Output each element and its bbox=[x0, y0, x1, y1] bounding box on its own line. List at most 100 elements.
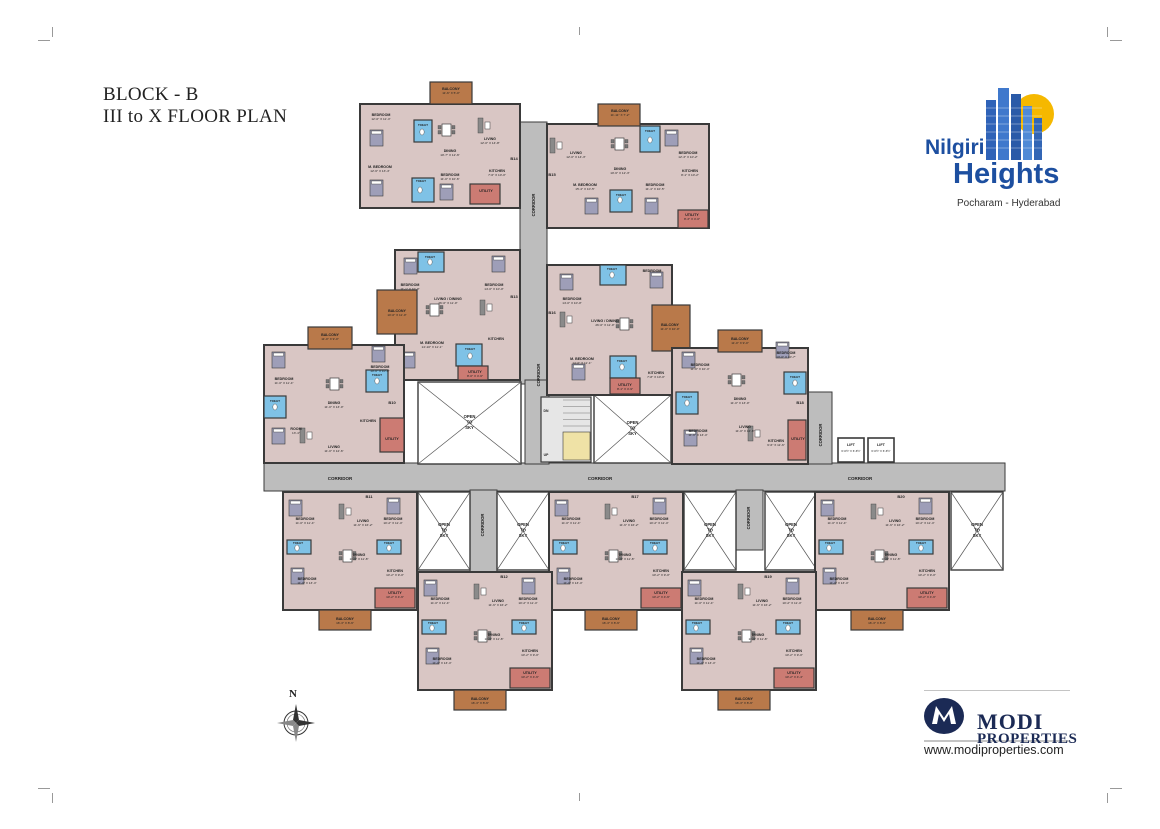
shaft-diagonal bbox=[683, 491, 737, 571]
room-size: 16'-3" X 8'-6" bbox=[336, 621, 354, 625]
room-name: UTILITY bbox=[618, 383, 632, 387]
room-name: BEDROOM bbox=[697, 657, 716, 661]
pillow-icon bbox=[920, 498, 931, 503]
room-size: 10'-0" X 10'-7" bbox=[776, 355, 796, 359]
chair-icon bbox=[339, 384, 344, 389]
room-name: KITCHEN bbox=[768, 439, 784, 443]
balcony-area bbox=[597, 103, 641, 127]
room-name: BEDROOM bbox=[777, 351, 796, 355]
room-name: LIVING bbox=[328, 445, 340, 449]
room-name: BEDROOM bbox=[401, 283, 420, 287]
stair-up-label: UP bbox=[544, 453, 549, 457]
corridor-label: CORRIDOR bbox=[480, 514, 485, 537]
pillow-icon bbox=[273, 428, 284, 433]
open-to-sky-label: SKY bbox=[440, 533, 449, 538]
pillow-icon bbox=[290, 500, 301, 505]
toilet-label: TOILET bbox=[645, 129, 655, 133]
toilet-label: TOILET bbox=[270, 399, 280, 403]
toilet-fixture-icon bbox=[386, 544, 392, 552]
room-name: DINING bbox=[444, 149, 457, 153]
corridor-label: CORRIDOR bbox=[848, 476, 873, 481]
room-size: 11'-0" X 13'-4" bbox=[688, 433, 707, 437]
balcony-area bbox=[429, 81, 473, 105]
toilet-fixture-icon bbox=[374, 377, 380, 385]
brand-location: Pocharam - Hyderabad bbox=[957, 198, 1061, 209]
pillow-icon bbox=[654, 498, 665, 503]
room-size: 11'-0" X 12'-6" bbox=[324, 449, 343, 453]
balcony-area bbox=[453, 689, 507, 711]
room-size: 11'-6" X 11'-8" bbox=[484, 637, 503, 641]
room-name: BEDROOM bbox=[296, 517, 315, 521]
pillow-icon bbox=[646, 198, 657, 203]
compass-rose-icon bbox=[277, 704, 315, 742]
toilet-fixture-icon bbox=[792, 379, 798, 387]
sofa-icon bbox=[559, 311, 566, 328]
corridor-label: CORRIDOR bbox=[328, 476, 353, 481]
brand-name-line1: Nilgiri bbox=[925, 136, 985, 159]
open-to-sky-label: TO bbox=[630, 426, 636, 431]
unit-id: B17 bbox=[631, 494, 639, 499]
chair-icon bbox=[604, 556, 609, 561]
toilet-label: TOILET bbox=[616, 193, 626, 197]
room-name: UTILITY bbox=[787, 671, 801, 675]
room-size: 10'-2" X 11'-4" bbox=[782, 601, 801, 605]
utility-area bbox=[787, 419, 807, 461]
open-to-sky-label: SKY bbox=[519, 533, 528, 538]
room-size: 11'-0" X 11'-4" bbox=[561, 521, 580, 525]
utility-area bbox=[677, 209, 709, 229]
dining-table-icon bbox=[477, 629, 488, 643]
corridor-vertical bbox=[519, 121, 548, 385]
floor-plan-title: III to X FLOOR PLAN bbox=[103, 106, 288, 127]
crop-mark bbox=[579, 27, 580, 35]
chair-icon bbox=[610, 144, 615, 149]
room-name: LIVING bbox=[484, 137, 496, 141]
room-name: UTILITY bbox=[920, 591, 934, 595]
chair-icon bbox=[727, 375, 732, 380]
pillow-icon bbox=[683, 352, 694, 357]
room-size: 11'-4" X 10'-5" bbox=[645, 187, 664, 191]
room-name: BEDROOM bbox=[691, 363, 710, 367]
room-name: BEDROOM bbox=[298, 577, 317, 581]
room-name: BALCONY bbox=[471, 697, 489, 701]
toilet-fixture-icon bbox=[294, 544, 300, 552]
toilet-label: TOILET bbox=[790, 375, 800, 379]
corridor-label: CORRIDOR bbox=[536, 364, 541, 387]
room-name: M. BEDROOM bbox=[420, 341, 444, 345]
room-size: 26'-0" X 11'-0" bbox=[438, 301, 457, 305]
room-size: 11'-6" X 5'-0" bbox=[442, 91, 460, 95]
toilet-fixture-icon bbox=[619, 363, 625, 371]
room-name: DINING bbox=[353, 553, 366, 557]
chair-icon bbox=[352, 551, 357, 556]
pillow-icon bbox=[558, 568, 569, 573]
room-name: KITCHEN bbox=[489, 169, 505, 173]
utility-area bbox=[609, 377, 641, 395]
pillow-icon bbox=[371, 180, 382, 185]
room-size: 11'-0" X 11'-4" bbox=[295, 521, 314, 525]
crop-mark bbox=[1110, 788, 1122, 789]
room-name: BALCONY bbox=[735, 697, 753, 701]
toilet-fixture-icon bbox=[693, 624, 699, 632]
balcony-area bbox=[376, 289, 418, 335]
room-name: BALCONY bbox=[611, 109, 629, 113]
shaft-diagonal bbox=[496, 491, 550, 571]
toilet-fixture-icon bbox=[521, 624, 527, 632]
dining-table-icon bbox=[342, 549, 353, 563]
room-name: BEDROOM bbox=[689, 429, 708, 433]
dining-table-icon bbox=[619, 317, 630, 331]
balcony-area bbox=[318, 609, 372, 631]
crop-mark bbox=[52, 27, 53, 37]
room-size: 16'-3" X 8'-6" bbox=[868, 621, 886, 625]
coffee-table-icon bbox=[744, 587, 751, 596]
lift-label: LIFT bbox=[847, 443, 856, 447]
chair-icon bbox=[737, 631, 742, 636]
pillow-icon bbox=[427, 648, 438, 653]
room-name: DINING bbox=[885, 553, 898, 557]
room-name: UTILITY bbox=[791, 437, 805, 441]
shaft-diagonal bbox=[417, 491, 471, 571]
chair-icon bbox=[325, 384, 330, 389]
room-size: 8'-1" X 4'-9" bbox=[617, 387, 633, 391]
